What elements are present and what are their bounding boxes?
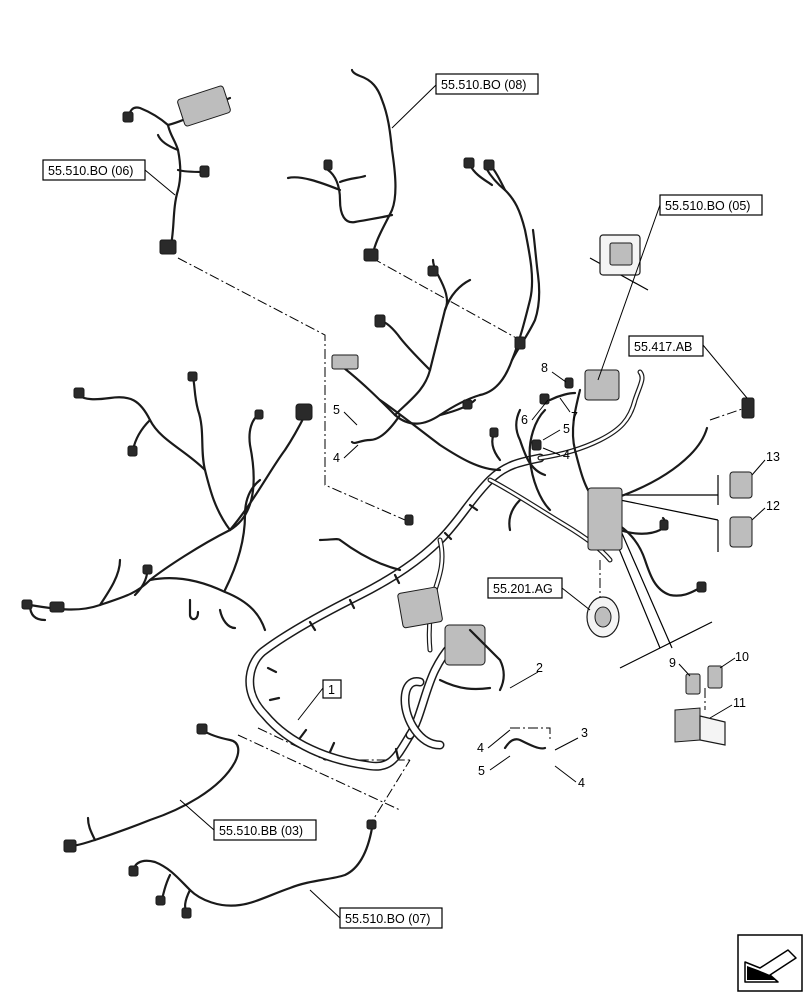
right-center-harness: [489, 369, 755, 597]
center-harness: [331, 157, 541, 472]
callout-9: 9: [669, 656, 676, 670]
ref-ag201: 55.201.AG: [493, 582, 553, 596]
callout-4c: 4: [333, 451, 340, 465]
callout-5a: 5: [478, 764, 485, 778]
callout-2: 2: [536, 661, 543, 675]
callout-3: 3: [581, 726, 588, 740]
callout-6: 6: [521, 413, 528, 427]
ref-ab417: 55.417.AB: [634, 340, 692, 354]
callout-7: 7: [571, 410, 578, 424]
ref-bo07: 55.510.BO (07): [345, 912, 430, 926]
ref-bo08: 55.510.BO (08): [441, 78, 526, 92]
callout-4d: 4: [563, 448, 570, 462]
lower-harnesses: [63, 723, 377, 919]
next-page-arrow-icon[interactable]: [737, 934, 803, 992]
connection-guides: [177, 257, 746, 829]
callout-12: 12: [766, 499, 780, 513]
callout-11: 11: [733, 696, 746, 710]
callout-4a: 4: [477, 741, 484, 755]
center-lower-details: [318, 514, 547, 750]
top-center-harness: [286, 68, 397, 262]
callout-13: 13: [766, 450, 780, 464]
upper-left-harness: [122, 85, 232, 255]
callout-5b: 5: [333, 403, 340, 417]
reference-labels: 55.510.BO (08) 55.510.BO (06) 55.510.BO …: [42, 73, 763, 929]
callout-4b: 4: [578, 776, 585, 790]
left-harness: [21, 371, 313, 632]
callout-5c: 5: [563, 422, 570, 436]
main-harness: [245, 369, 645, 771]
ref-bb03: 55.510.BB (03): [219, 824, 303, 838]
right-side-parts: [586, 234, 753, 746]
callout-10: 10: [735, 650, 749, 664]
callout-numbers: 2 3 4 4 4 4 5 5 5 6 7 8 9 10 11 12 13: [333, 361, 780, 790]
callout-8: 8: [541, 361, 548, 375]
callout-1: 1: [328, 683, 335, 697]
ref-bo05: 55.510.BO (05): [665, 199, 750, 213]
ref-bo06: 55.510.BO (06): [48, 164, 133, 178]
